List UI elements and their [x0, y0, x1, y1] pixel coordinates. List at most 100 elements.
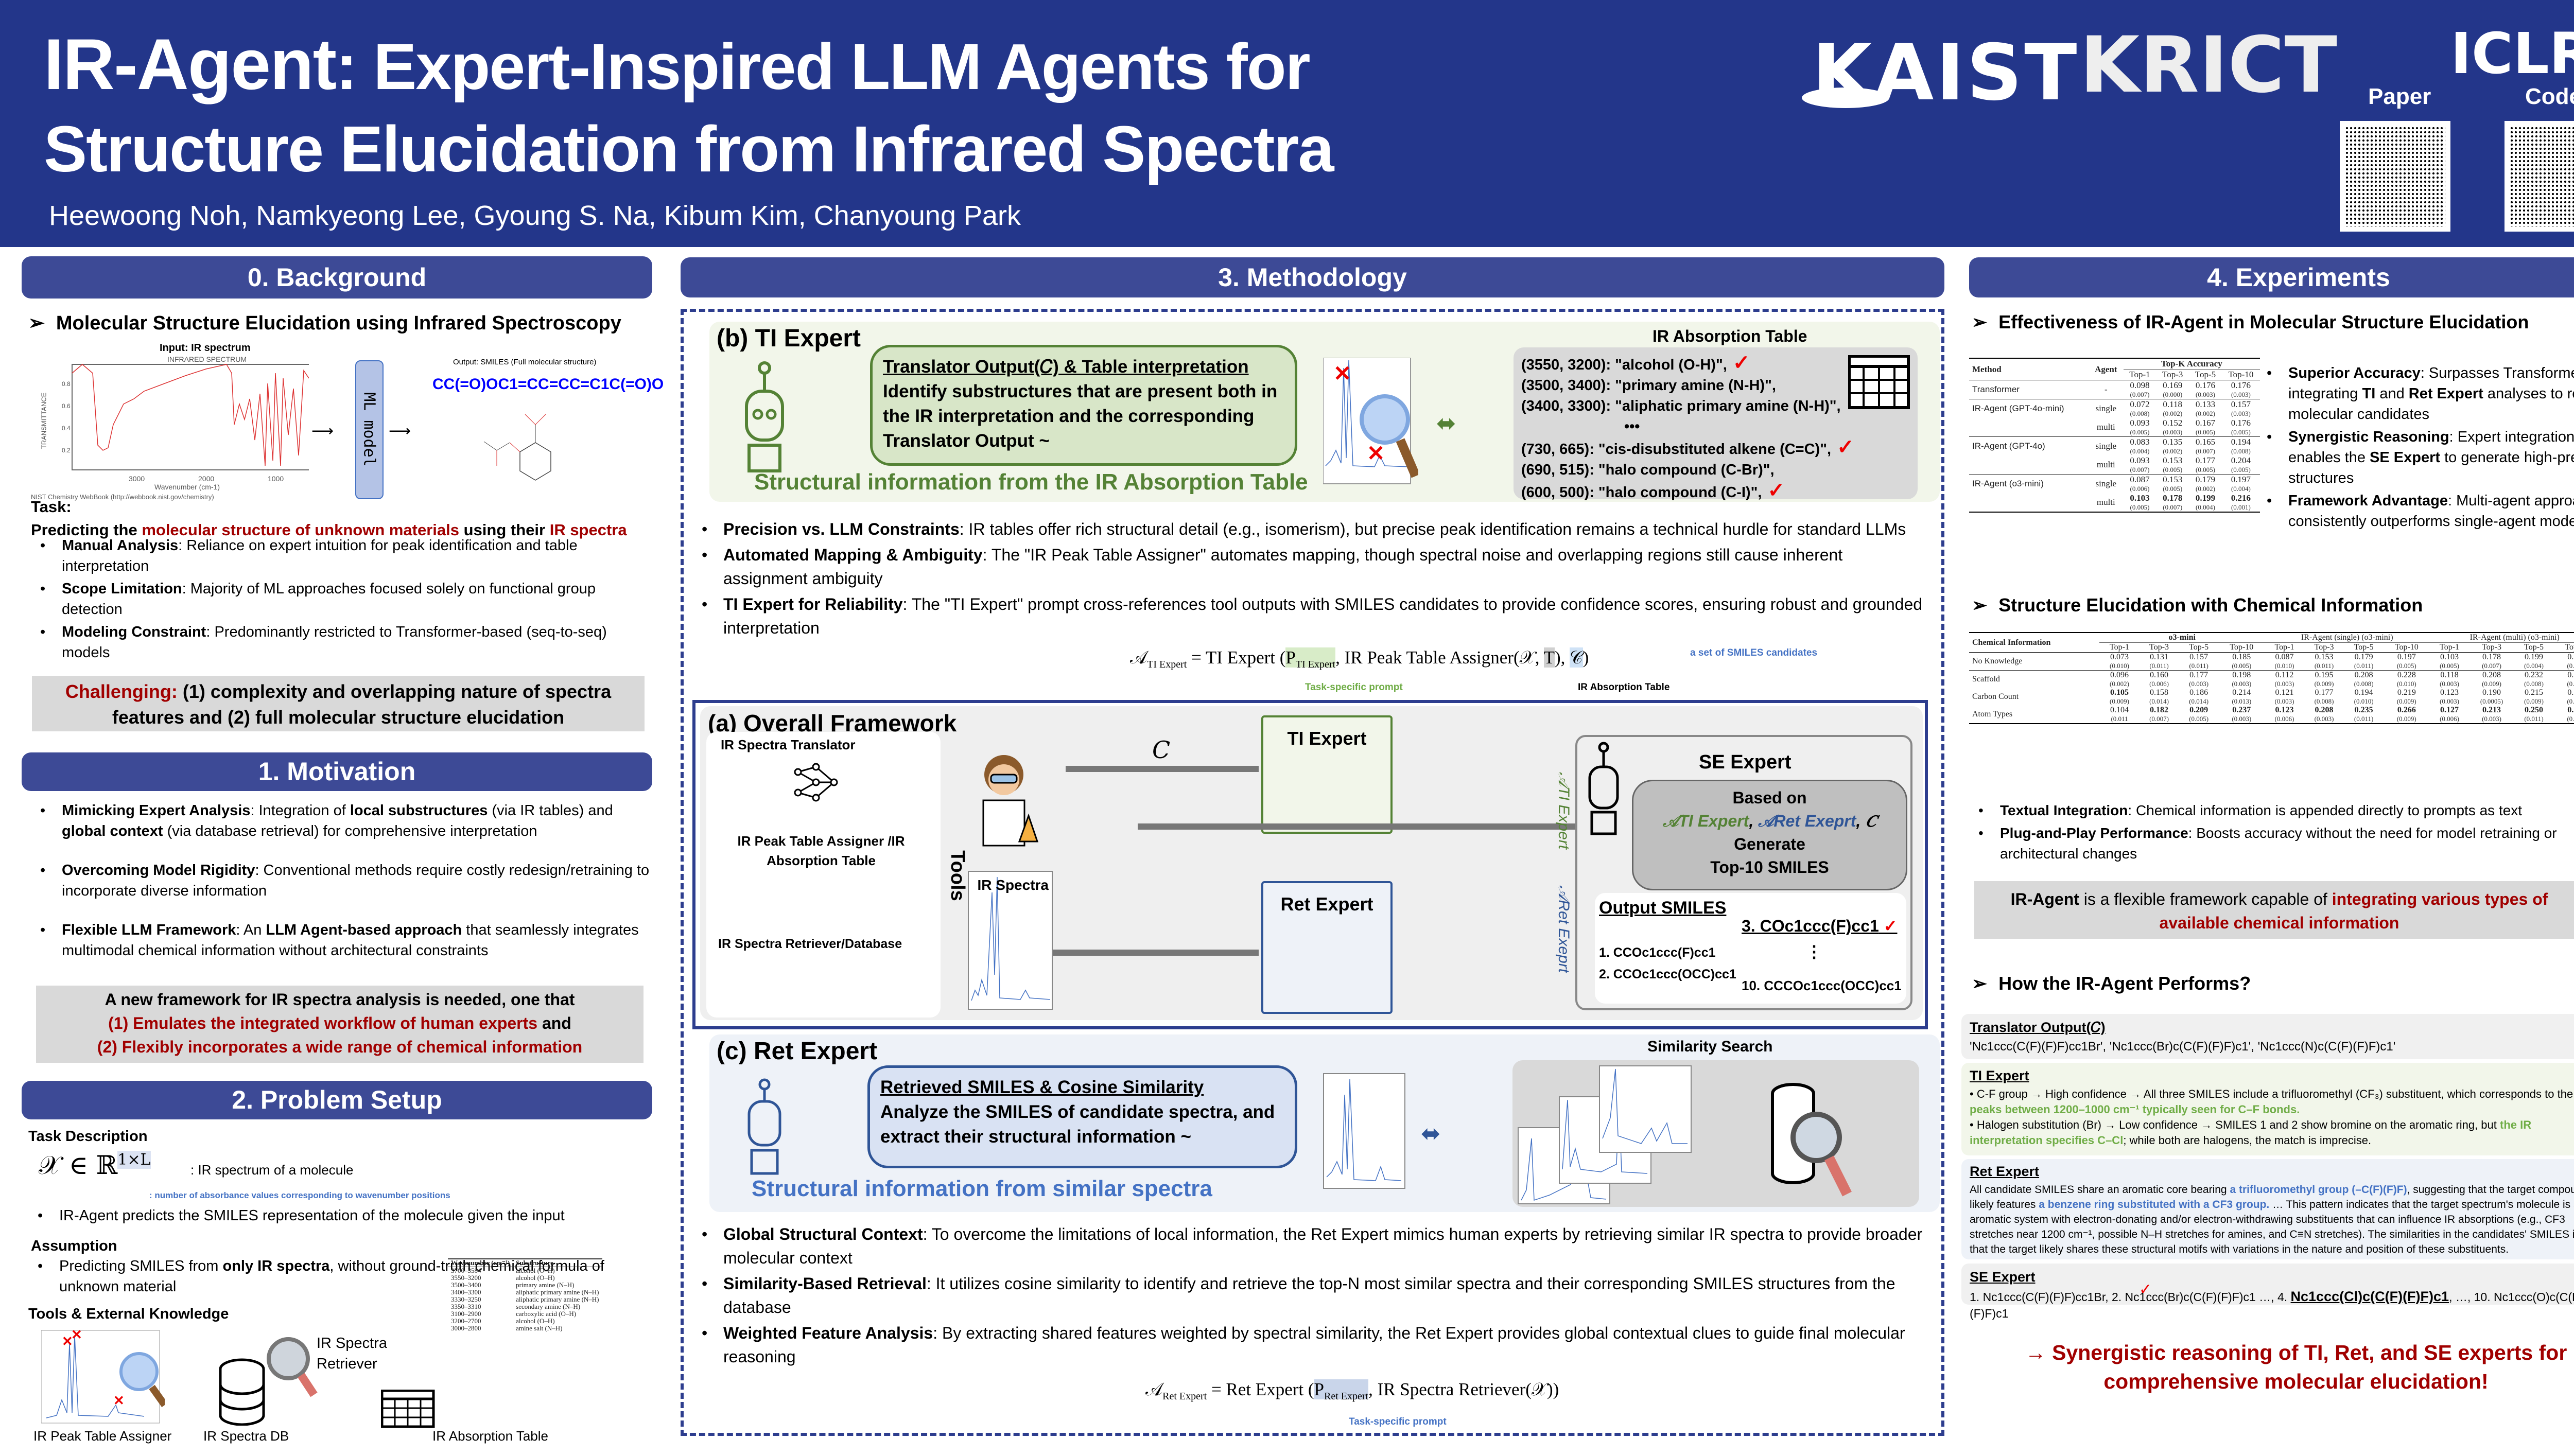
absorption-row: (3550, 3200): "alcohol (O-H)", ✓ [1521, 352, 1750, 374]
absorption-table: Wavenumber (cm⁻¹) Substructure 3700–3584… [448, 1258, 602, 1332]
arrow-right-icon: ⟶ [389, 423, 411, 440]
bullet-item: Modeling Constraint: Predominantly restr… [31, 622, 659, 663]
table-header: Top-5 [2189, 643, 2209, 652]
table-cell: 0.278 [2567, 706, 2574, 714]
table-cell-sd: (0.003) [2232, 715, 2252, 723]
ir-spectra-plot: IR Spectra [968, 871, 1053, 1010]
paper-qr-label: Paper [2368, 84, 2431, 109]
note-task-prompt: Task-specific prompt [1305, 682, 1403, 693]
table-cell-sd: (0.011 [2111, 715, 2128, 723]
bullet-item: Global Structural Context: To overcome t… [692, 1222, 1928, 1270]
table-cell: 0.179 [2195, 475, 2216, 484]
table-cell-sd: (0.005) [2231, 466, 2251, 473]
bullet-item: Weighted Feature Analysis: By extracting… [692, 1321, 1928, 1369]
check-icon: ✓ [1762, 479, 1785, 502]
table-cell: 0.073 [2110, 653, 2129, 661]
experiments-sub2: ➢Structure Elucidation with Chemical Inf… [1972, 594, 2423, 616]
flow-arrow [1066, 766, 1259, 772]
table-cell: 0.103 [2440, 653, 2459, 661]
table-cell: 0.232 [2525, 671, 2544, 679]
table-cell: 0.153 [2163, 455, 2183, 465]
table-cell-sd: (0.000) [2163, 391, 2183, 398]
case-ret-card: Ret Expert All candidate SMILES share an… [1961, 1159, 2574, 1259]
table-cell: 0.112 [2275, 671, 2294, 679]
table-header: Top-1 [2129, 370, 2150, 379]
table-cell: 0.199 [2195, 493, 2216, 503]
table-cell: 0.123 [2440, 688, 2459, 697]
table-cell-sd: (0.011) [2354, 662, 2374, 670]
table-cell: 0.237 [2232, 706, 2251, 714]
methodology-frame [681, 309, 1944, 1436]
bullet-item: Scope Limitation: Majority of ML approac… [31, 578, 659, 620]
motivation-bullets: Mimicking Expert Analysis: Integration o… [31, 800, 659, 963]
table-cell-sd: (0.008) [2231, 447, 2251, 455]
table-cell: 0.133 [2195, 399, 2216, 409]
bullet-item: Textual Integration: Chemical informatio… [1969, 800, 2574, 821]
ret-speech-bubble: Retrieved SMILES & Cosine Similarity Ana… [867, 1065, 1297, 1168]
table-cell-sd: (0.007) [2130, 391, 2150, 398]
table-cell-sd: (0.005) [2440, 662, 2459, 670]
table-cell: aliphatic primary amine (N–H) [516, 1288, 599, 1296]
table-cell: 0.228 [2397, 671, 2416, 679]
task-description-label: Task Description [28, 1128, 148, 1145]
paper-qr-code[interactable] [2340, 121, 2450, 232]
table-cell: alcohol (O–H) [516, 1317, 555, 1325]
table-cell-sd: (0.009) [2396, 715, 2416, 723]
table-cell: 0.104 [2110, 706, 2129, 714]
experiments-bullets1: Superior Accuracy: Surpasses Transformer… [2257, 363, 2574, 534]
table-cell: 0.152 [2163, 418, 2183, 428]
table-cell: 0.215 [2525, 688, 2544, 697]
table-cell: primary amine (N–H) [516, 1281, 575, 1289]
output-label: Output: SMILES (Full molecular structure… [453, 358, 597, 366]
title-line2: Structure Elucidation from Infrared Spec… [44, 113, 1334, 185]
plot-xlabel: Wavenumber (cm-1) [154, 483, 220, 491]
query-spectrum [1323, 1073, 1405, 1189]
table-header: o3-mini [2099, 633, 2265, 643]
poster-title: IR-Agent: Expert-Inspired LLM Agents for… [44, 23, 1334, 190]
se-expert-title: SE Expert [1699, 751, 1792, 773]
ret-bullets: Global Structural Context: To overcome t… [692, 1222, 1928, 1371]
table-cell-sd: (0.005) [2195, 466, 2215, 473]
table-cell: 0.195 [2315, 671, 2334, 679]
table-header: Top-1 [2440, 643, 2460, 652]
tool-label: IR Absorption Table [432, 1428, 548, 1444]
section-heading-methodology: 3. Methodology [681, 257, 1944, 297]
note-absorption-table: IR Absorption Table [1578, 682, 1670, 693]
correct-smiles: Nc1ccc(Cl)c(C(F)(F)F)c1 [2290, 1289, 2449, 1304]
bullet-item: TI Expert for Reliability: The "TI Exper… [692, 592, 1928, 640]
table-cell: 0.103 [2130, 493, 2150, 503]
table-cell: 0.235 [2354, 706, 2373, 714]
table-cell-sd: (0.009) [2110, 697, 2129, 705]
table-cell-sd: (0.011) [2524, 715, 2544, 723]
experiments-sub3: ➢How the IR-Agent Performs? [1972, 973, 2251, 994]
formula-description: : IR spectrum of a molecule [190, 1162, 354, 1178]
title-main: IR-Agent [44, 24, 337, 104]
table-cell: 3700–3584 [451, 1267, 481, 1274]
table-cell: 3350–3310 [451, 1303, 481, 1310]
output-smiles-item: 10. CCCOc1ccc(OCC)cc1 [1742, 978, 1902, 993]
section-heading-experiments: 4. Experiments [1969, 257, 2574, 297]
title-sub: : Expert-Inspired LLM Agents for [336, 30, 1310, 103]
formula-note: : number of absorbance values correspond… [149, 1190, 450, 1200]
table-cell: 0.105 [2110, 688, 2129, 697]
table-cell: carboxylic acid (O–H) [516, 1310, 577, 1318]
table-cell: 0.208 [2482, 671, 2501, 679]
table-cell-sd: (0.010) [2567, 680, 2574, 688]
table-cell-sd: (0.004) [2195, 503, 2215, 511]
table-cell-sd: (0.003) [2440, 680, 2459, 688]
code-qr-code[interactable] [2505, 121, 2574, 232]
table-cell-sd: (0.010) [2110, 662, 2129, 670]
table-cell: 0.214 [2232, 688, 2251, 697]
table-cell: amine salt (N–H) [516, 1324, 563, 1332]
table-cell-sd: (0.005) [2130, 428, 2150, 436]
table-cell-sd: (0.007) [2149, 715, 2169, 723]
table-header: Top-3 [2482, 643, 2502, 652]
table-cell: 0.177 [2315, 688, 2334, 697]
